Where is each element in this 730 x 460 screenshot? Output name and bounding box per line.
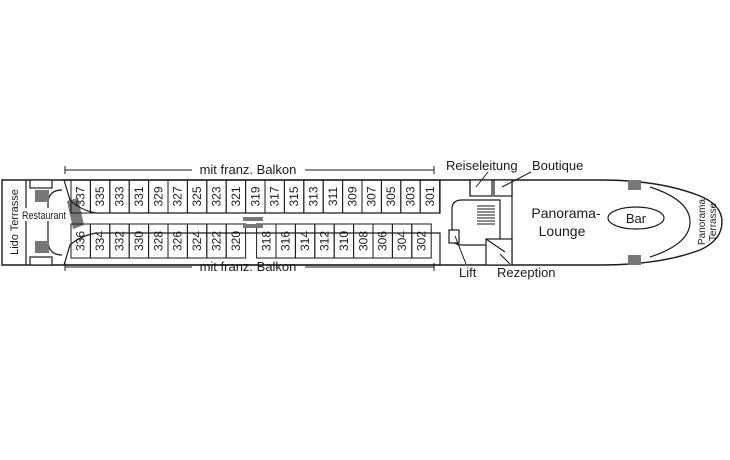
cabin-number: 323 xyxy=(210,186,224,206)
cabin-number: 318 xyxy=(259,231,273,251)
cabin-number: 321 xyxy=(229,186,243,206)
cabin-number: 316 xyxy=(279,231,293,251)
bar-label: Bar xyxy=(626,211,647,226)
forward-area xyxy=(448,179,513,266)
cabin-number: 337 xyxy=(74,186,88,206)
cabin-number: 336 xyxy=(74,231,88,251)
leader-lines xyxy=(454,171,532,265)
cabin-cell xyxy=(225,223,247,259)
restaurant-label: Restaurant xyxy=(22,210,66,222)
mid-stairs xyxy=(243,217,263,228)
cabin-number: 325 xyxy=(190,186,204,206)
cabin-number: 309 xyxy=(345,186,359,206)
cabin-number: 302 xyxy=(415,231,429,251)
stern-stairs xyxy=(35,190,49,253)
hull-outline xyxy=(1,179,723,266)
cabin-number: 334 xyxy=(93,231,107,251)
top-cabin-row: 337 335 333 331 329 327 325 323 321 319 317 315 313 3… xyxy=(70,179,441,214)
boutique-label: Boutique xyxy=(532,158,583,173)
balcony-line-top xyxy=(64,166,435,174)
cabin-number: 313 xyxy=(307,186,321,206)
panorama-terrasse-label-2: Terrasse xyxy=(708,202,719,241)
lift-label: Lift xyxy=(459,265,477,280)
balcony-label-top: mit franz. Balkon xyxy=(200,162,297,177)
cabin-block-bottom xyxy=(63,232,441,266)
cabin-number: 307 xyxy=(365,186,379,206)
balcony-label-bottom: mit franz. Balkon xyxy=(200,259,297,274)
cabin-number: 304 xyxy=(395,231,409,251)
lido-terrasse-label: Lido Terrasse xyxy=(9,189,21,255)
stern-block-top xyxy=(29,179,53,189)
stern-block-bottom xyxy=(29,256,53,266)
bottom-cabin-row: 336 334 332 330 328 326 324 322 320 318 316 314 312 3… xyxy=(70,223,432,259)
bar-counter xyxy=(607,206,665,230)
cabin-number: 317 xyxy=(268,186,282,206)
lounge-pillars xyxy=(628,180,641,265)
cabin-cell xyxy=(419,179,441,214)
cabin-number: 314 xyxy=(298,231,312,251)
panorama-terrace-arc xyxy=(649,186,691,258)
cabin-number: 333 xyxy=(113,186,127,206)
cabin-number: 324 xyxy=(190,231,204,251)
cabin-number: 315 xyxy=(287,186,301,206)
rezeption-label: Rezeption xyxy=(497,265,556,280)
cabin-number: 303 xyxy=(404,186,418,206)
panorama-lounge-label-1: Panorama- xyxy=(531,205,601,221)
cabin-number: 335 xyxy=(93,186,107,206)
cabin-number: 331 xyxy=(132,186,146,206)
balcony-line-bottom xyxy=(64,263,435,271)
restaurant-label-bg xyxy=(21,208,67,221)
cabin-number: 320 xyxy=(229,231,243,251)
cabin-number: 326 xyxy=(171,231,185,251)
panorama-lounge-label-2: Lounge xyxy=(539,223,586,239)
cabin-cell xyxy=(411,223,432,259)
cabin-number: 308 xyxy=(356,231,370,251)
panorama-terrasse-label-1: Panorama xyxy=(697,198,708,245)
cabin-number: 306 xyxy=(376,231,390,251)
cabin-number: 330 xyxy=(132,231,146,251)
forward-stairs xyxy=(477,205,495,225)
lido-arc xyxy=(25,180,63,265)
cabin-number: 312 xyxy=(318,231,332,251)
cabin-number: 305 xyxy=(384,186,398,206)
cabin-number: 327 xyxy=(171,186,185,206)
cabin-number: 328 xyxy=(151,231,165,251)
reiseleitung-label: Reiseleitung xyxy=(446,158,518,173)
cabin-number: 332 xyxy=(113,231,127,251)
cabin-number: 322 xyxy=(210,231,224,251)
cabin-number: 329 xyxy=(151,186,165,206)
cabin-number: 311 xyxy=(326,187,340,206)
cabin-number: 319 xyxy=(248,186,262,206)
cabin-number: 310 xyxy=(337,231,351,251)
cabin-number: 301 xyxy=(423,186,437,206)
